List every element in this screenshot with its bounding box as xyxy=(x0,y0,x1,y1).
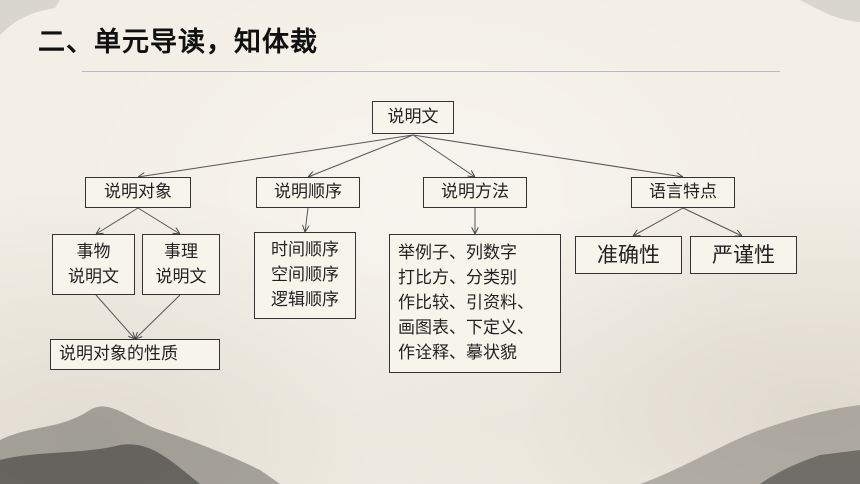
page-title: 二、单元导读，知体裁 xyxy=(38,27,318,58)
order-item: 空间顺序 xyxy=(271,265,339,285)
link-language-accuracy xyxy=(633,207,684,236)
link-root-object xyxy=(138,134,414,177)
order-item: 逻辑顺序 xyxy=(271,290,339,310)
language-accuracy-node: 准确性 xyxy=(575,236,682,274)
method-item: 作比较、引资料、 xyxy=(398,293,534,313)
object-type-reason-line-1: 事理 xyxy=(164,241,198,262)
method-item: 打比方、分类别 xyxy=(398,268,517,288)
link-object-thing xyxy=(96,207,139,234)
object-type-thing: 事物 说明文 xyxy=(52,234,135,295)
link-reason-nature xyxy=(135,294,181,339)
object-nature-node: 说明对象的性质 xyxy=(50,339,220,370)
link-object-reason xyxy=(137,207,180,234)
method-list-node: 举例子、列数字 打比方、分类别 作比较、引资料、 画图表、下定义、 作诠释、摹状… xyxy=(389,234,561,373)
root-node: 说明文 xyxy=(372,101,454,134)
title-divider xyxy=(82,71,780,72)
link-order-list xyxy=(305,207,308,232)
link-root-order xyxy=(308,134,414,177)
order-item: 时间顺序 xyxy=(271,240,339,260)
category-order: 说明顺序 xyxy=(256,177,360,208)
object-type-thing-line-1: 事物 xyxy=(76,241,111,262)
object-type-reason: 事理 说明文 xyxy=(142,234,220,295)
link-root-method xyxy=(412,134,475,177)
category-object: 说明对象 xyxy=(85,177,191,208)
method-item: 举例子、列数字 xyxy=(398,243,517,263)
object-type-reason-line-2: 说明文 xyxy=(155,266,207,287)
category-language: 语言特点 xyxy=(631,177,735,208)
link-thing-nature xyxy=(95,294,135,339)
object-type-thing-line-2: 说明文 xyxy=(68,266,119,287)
method-item: 画图表、下定义、 xyxy=(398,318,534,338)
link-root-language xyxy=(412,134,683,177)
order-list-node: 时间顺序 空间顺序 逻辑顺序 xyxy=(254,232,356,319)
method-item: 作诠释、摹状貌 xyxy=(398,343,517,363)
language-rigor-node: 严谨性 xyxy=(690,236,797,274)
category-method: 说明方法 xyxy=(423,177,527,208)
link-language-rigor xyxy=(682,207,742,236)
